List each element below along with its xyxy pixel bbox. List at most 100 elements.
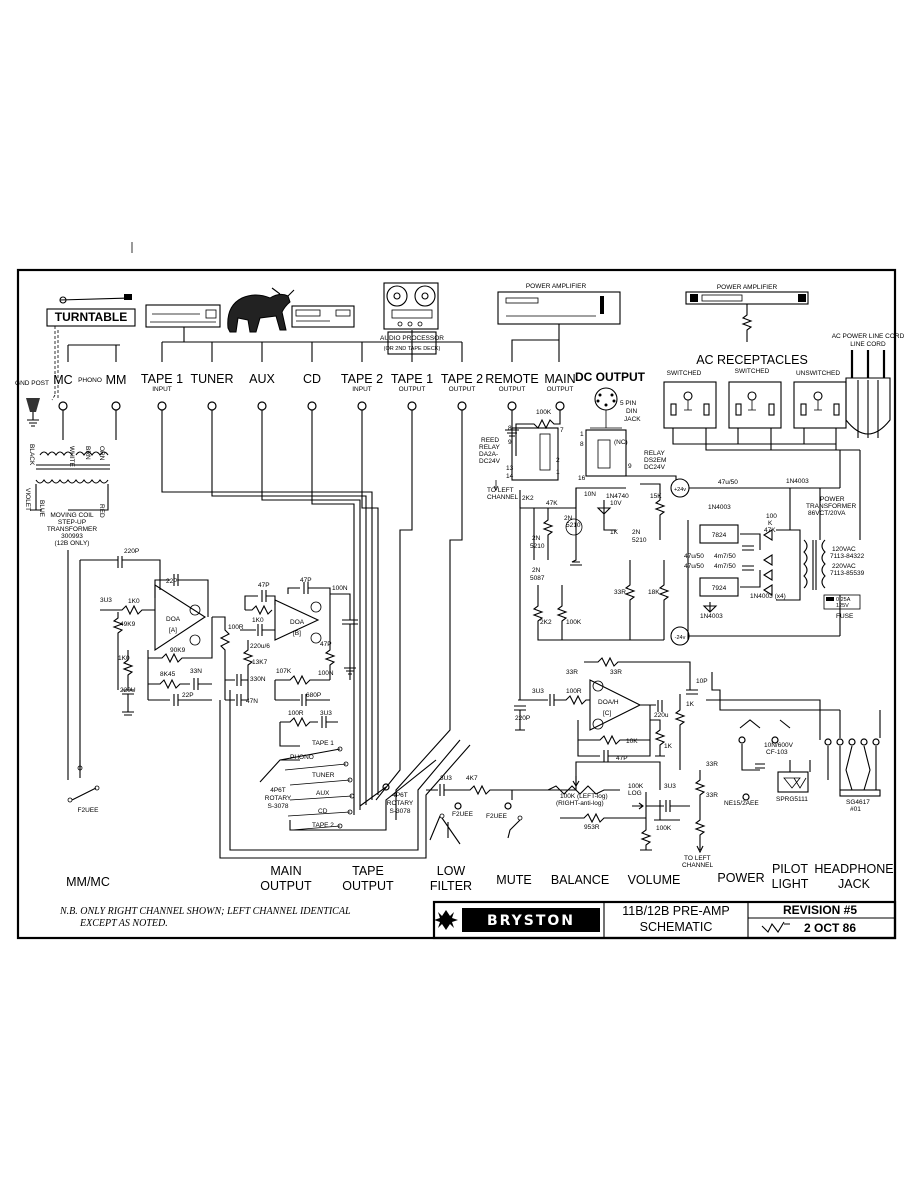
svg-text:SWITCHED: SWITCHED xyxy=(667,370,702,377)
power-label: POWER xyxy=(717,871,764,885)
svg-text:100R: 100R xyxy=(228,624,244,631)
input-wiring-bus xyxy=(79,410,471,859)
svg-text:100K: 100K xyxy=(656,825,672,832)
svg-text:OUTPUT: OUTPUT xyxy=(499,386,526,393)
svg-text:TO LEFT: TO LEFT xyxy=(684,855,711,862)
svg-text:49K9: 49K9 xyxy=(120,621,136,628)
power-pilot-headphone: 10N/600V CF-103 NE15/2AEE SPRG5111 SG461… xyxy=(706,672,881,813)
svg-text:9: 9 xyxy=(508,439,512,446)
protection-circuit: 2K2 47K 2N 5210 2N 5210 2N 5087 2K2 100K… xyxy=(519,483,670,641)
svg-text:120VAC: 120VAC xyxy=(832,546,856,553)
svg-text:[B]: [B] xyxy=(293,630,301,637)
bryston-logo: BRYSTON xyxy=(487,913,575,929)
svg-text:(RIGHT-anti-log): (RIGHT-anti-log) xyxy=(556,800,604,807)
dc-relay: (NC) 1 8 16 9 RELAY DS2EM DC24V xyxy=(578,429,677,482)
svg-text:14: 14 xyxy=(506,473,514,480)
input-cd-label: CD xyxy=(303,372,321,386)
mc-transformer: BLACK WHITE BRN ORN VIOLET BLUE RED MOVI… xyxy=(24,410,117,780)
svg-text:POWER AMPLIFIER: POWER AMPLIFIER xyxy=(526,283,587,290)
svg-text:STEP-UP: STEP-UP xyxy=(58,519,86,526)
svg-text:10V: 10V xyxy=(610,500,622,507)
svg-text:TAPE 1: TAPE 1 xyxy=(312,740,334,747)
svg-text:47u/50: 47u/50 xyxy=(684,563,704,570)
svg-text:2K2: 2K2 xyxy=(522,495,534,502)
svg-text:7113-85539: 7113-85539 xyxy=(830,570,865,577)
svg-text:953R: 953R xyxy=(584,824,600,831)
svg-text:POWER: POWER xyxy=(820,496,845,503)
svg-text:1N4003 (x4): 1N4003 (x4) xyxy=(750,593,786,600)
svg-text:VIOLET: VIOLET xyxy=(24,488,31,511)
svg-text:-24v: -24v xyxy=(675,635,686,641)
headphone-jack-label: HEADPHONE xyxy=(814,862,893,876)
svg-text:10N/600V: 10N/600V xyxy=(764,742,794,749)
balance-label: BALANCE xyxy=(551,873,609,887)
svg-text:LOG: LOG xyxy=(628,790,642,797)
svg-text:5087: 5087 xyxy=(530,575,545,582)
main-output-label: MAIN xyxy=(544,372,575,386)
ac-receptacles: AC RECEPTACLES SWITCHED SWITCHED UNSWITC… xyxy=(663,353,860,451)
svg-text:[A]: [A] xyxy=(169,627,177,634)
output-tape1-label: TAPE 1 xyxy=(391,372,433,386)
svg-text:22P: 22P xyxy=(182,692,194,699)
svg-text:ORN: ORN xyxy=(98,446,105,461)
svg-text:47K: 47K xyxy=(764,527,776,534)
power-supply: +24v -24v 47u/50 1N4003 100 K 47K 1N4003… xyxy=(670,450,865,646)
svg-text:47P: 47P xyxy=(300,577,312,584)
svg-text:100K (LEFT-log): 100K (LEFT-log) xyxy=(560,793,608,800)
svg-text:7824: 7824 xyxy=(712,532,727,539)
input-jacks xyxy=(58,401,565,411)
svg-text:JACK: JACK xyxy=(624,416,641,423)
svg-text:4K7: 4K7 xyxy=(466,775,478,782)
svg-text:S-3078: S-3078 xyxy=(390,808,411,815)
svg-text:47N: 47N xyxy=(246,698,258,705)
svg-text:DOA: DOA xyxy=(166,616,181,623)
svg-text:220P: 220P xyxy=(515,715,530,722)
svg-text:220P: 220P xyxy=(124,548,139,555)
svg-text:33R: 33R xyxy=(610,669,622,676)
svg-text:#01: #01 xyxy=(850,806,861,813)
svg-text:TRANSFORMER: TRANSFORMER xyxy=(806,503,857,510)
svg-text:1K: 1K xyxy=(664,743,673,750)
svg-text:OUTPUT: OUTPUT xyxy=(399,386,426,393)
svg-text:2N: 2N xyxy=(532,567,541,574)
svg-text:33N: 33N xyxy=(190,668,202,675)
svg-text:125V: 125V xyxy=(836,603,849,609)
svg-text:[C]: [C] xyxy=(603,710,612,717)
svg-text:13K7: 13K7 xyxy=(252,659,268,666)
svg-text:1K0: 1K0 xyxy=(118,655,130,662)
svg-text:CHANNEL: CHANNEL xyxy=(487,494,518,501)
svg-text:(NC): (NC) xyxy=(614,439,628,446)
turntable-device: TURNTABLE xyxy=(46,294,136,327)
svg-text:4P6T: 4P6T xyxy=(270,787,286,794)
svg-text:F2UEE: F2UEE xyxy=(78,807,100,814)
svg-text:5210: 5210 xyxy=(566,522,581,529)
svg-text:47u/50: 47u/50 xyxy=(684,553,704,560)
svg-text:7924: 7924 xyxy=(712,585,727,592)
svg-text:FILTER: FILTER xyxy=(430,879,472,893)
svg-text:2N: 2N xyxy=(632,529,641,536)
svg-text:100K: 100K xyxy=(536,409,552,416)
svg-text:10P: 10P xyxy=(696,678,708,685)
gnd-post xyxy=(26,398,40,427)
svg-text:8: 8 xyxy=(508,425,512,432)
svg-text:SCHEMATIC: SCHEMATIC xyxy=(640,920,713,934)
svg-text:100K: 100K xyxy=(628,783,644,790)
svg-text:13: 13 xyxy=(506,465,514,472)
svg-text:RELAY: RELAY xyxy=(479,444,500,451)
svg-text:LIGHT: LIGHT xyxy=(772,877,809,891)
svg-text:0.25A: 0.25A xyxy=(836,597,851,603)
svg-text:100: 100 xyxy=(766,513,777,520)
svg-text:90K9: 90K9 xyxy=(170,647,186,654)
svg-text:RED: RED xyxy=(98,504,105,518)
svg-text:EXCEPT AS NOTED.: EXCEPT AS NOTED. xyxy=(79,918,168,929)
svg-text:33R: 33R xyxy=(706,761,718,768)
input-tape2-label: TAPE 2 xyxy=(341,372,383,386)
svg-text:CHANNEL: CHANNEL xyxy=(682,862,713,869)
svg-text:1N4003: 1N4003 xyxy=(700,613,723,620)
svg-text:TO LEFT: TO LEFT xyxy=(487,487,514,494)
svg-text:2K2: 2K2 xyxy=(540,619,552,626)
svg-text:33R: 33R xyxy=(706,792,718,799)
svg-text:33R: 33R xyxy=(614,589,626,596)
svg-text:2N: 2N xyxy=(564,515,573,522)
svg-text:(12B ONLY): (12B ONLY) xyxy=(55,540,90,547)
